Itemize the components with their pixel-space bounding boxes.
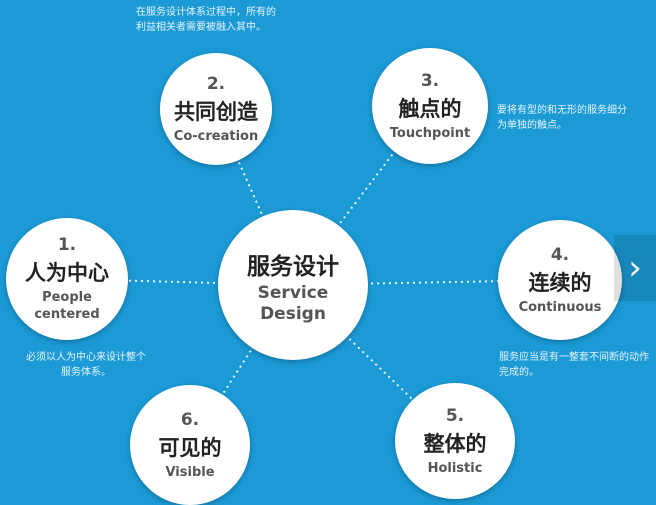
note-co-creation: 在服务设计体系过程中，所有的利益相关者需要被融入其中。 [136, 7, 276, 33]
node-visible: 6. 可见的 Visible [130, 385, 250, 505]
node-title-zh: 人为中心 [25, 261, 109, 285]
center-title-en-2: Design [260, 304, 326, 324]
node-holistic: 5. 整体的 Holistic [395, 383, 515, 499]
node-title-en: Continuous [518, 299, 602, 315]
node-title-en: People [42, 290, 92, 305]
node-title-zh: 可见的 [158, 435, 222, 460]
chevron-right-icon: › [628, 248, 642, 288]
node-people-centered: 1. 人为中心 People centered [6, 218, 128, 340]
node-number: 4. [550, 244, 570, 265]
node-touchpoint: 3. 触点的 Touchpoint [372, 48, 488, 164]
node-title-en-2: centered [34, 307, 100, 322]
note-people-centered: 必须以人为中心来设计整个服务体系。 [26, 352, 146, 378]
node-title-en: Visible [165, 464, 215, 480]
note-touchpoint: 要将有型的和无形的服务细分为单独的触点。 [497, 105, 627, 131]
note-continuous: 服务应当是有一整套不间断的动作完成的。 [499, 352, 649, 378]
center-circle: 服务设计 Service Design [218, 210, 368, 360]
node-title-zh: 整体的 [423, 431, 487, 456]
node-number: 5. [445, 405, 465, 426]
node-co-creation: 2. 共同创造 Co-creation [160, 53, 272, 165]
center-title-zh: 服务设计 [247, 254, 339, 280]
node-number: 2. [206, 73, 226, 94]
center-title-en: Service [257, 283, 329, 303]
node-number: 6. [180, 409, 200, 430]
node-continuous: 4. 连续的 Continuous [498, 220, 622, 340]
node-title-zh: 连续的 [528, 270, 592, 295]
next-slide-button[interactable]: › [614, 235, 656, 301]
node-title-zh: 触点的 [398, 96, 462, 121]
node-title-zh: 共同创造 [174, 99, 258, 124]
node-title-en: Holistic [427, 460, 483, 476]
node-number: 1. [57, 235, 77, 255]
node-title-en: Touchpoint [389, 125, 471, 141]
node-title-en: Co-creation [173, 128, 259, 144]
node-number: 3. [420, 70, 440, 91]
